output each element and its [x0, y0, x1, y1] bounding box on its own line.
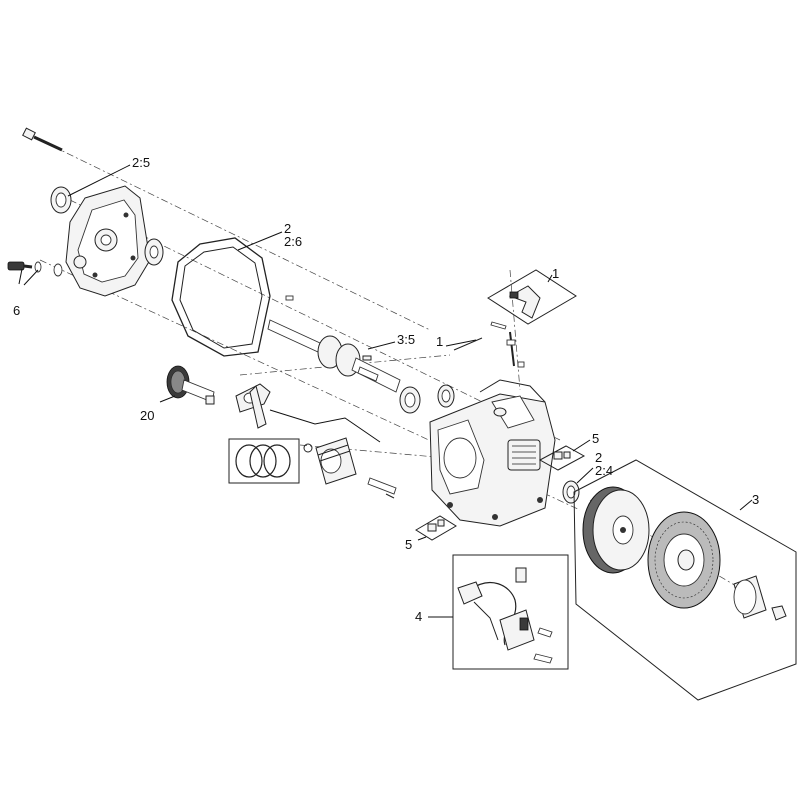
connecting-rod — [235, 383, 271, 429]
dowel-pin — [285, 295, 294, 301]
callout-2-gasket: 2 — [284, 221, 292, 236]
bracket-pin — [506, 331, 525, 368]
callout-2-seal: 2 — [595, 450, 603, 465]
fitting-box-right — [538, 445, 586, 471]
callout-3-5: 3:5 — [397, 332, 416, 347]
piston-pin — [367, 477, 397, 499]
callout-6: 6 — [13, 303, 21, 318]
rod-leader — [269, 409, 381, 443]
callout-1-linkage: 1 — [436, 334, 444, 349]
drain-plug — [7, 261, 63, 277]
flywheel-nut — [771, 605, 787, 621]
callout-2-6: 2:6 — [284, 234, 303, 249]
assembly-centerlines — [39, 139, 761, 601]
oil-seal — [50, 186, 72, 214]
callout-5-right: 5 — [592, 431, 600, 446]
crankcase-cover — [65, 185, 151, 297]
case-bolt — [22, 127, 63, 152]
linkage-rod — [453, 337, 483, 351]
governor-gear — [437, 384, 455, 408]
callout-3-flywheel: 3 — [752, 492, 760, 507]
cooling-fan — [647, 511, 721, 609]
callout-2-4: 2:4 — [595, 463, 614, 478]
callout-2-5: 2:5 — [132, 155, 151, 170]
woodruff-key — [362, 355, 372, 361]
cover-gasket — [171, 237, 271, 357]
piston — [315, 437, 357, 485]
small-screw — [490, 321, 507, 330]
camshaft-gear — [166, 365, 215, 405]
crankshaft — [267, 319, 401, 393]
piston-rings-box — [228, 438, 300, 484]
cylinder-block — [429, 379, 556, 527]
callout-1-bracket: 1 — [552, 266, 560, 281]
callout-20: 20 — [140, 408, 155, 423]
cover-bearing — [144, 238, 164, 266]
leader-lines — [18, 164, 753, 618]
crank-bearing — [399, 386, 421, 414]
right-oil-seal — [562, 480, 580, 504]
flywheel-box — [573, 459, 797, 701]
fitting-box-left — [415, 515, 457, 541]
callout-4-ignition: 4 — [415, 609, 423, 624]
ignition-box — [452, 554, 569, 670]
circlip — [303, 443, 313, 453]
bracket-box — [487, 269, 577, 325]
callout-5-left: 5 — [405, 537, 413, 552]
starter-cup — [733, 575, 767, 619]
